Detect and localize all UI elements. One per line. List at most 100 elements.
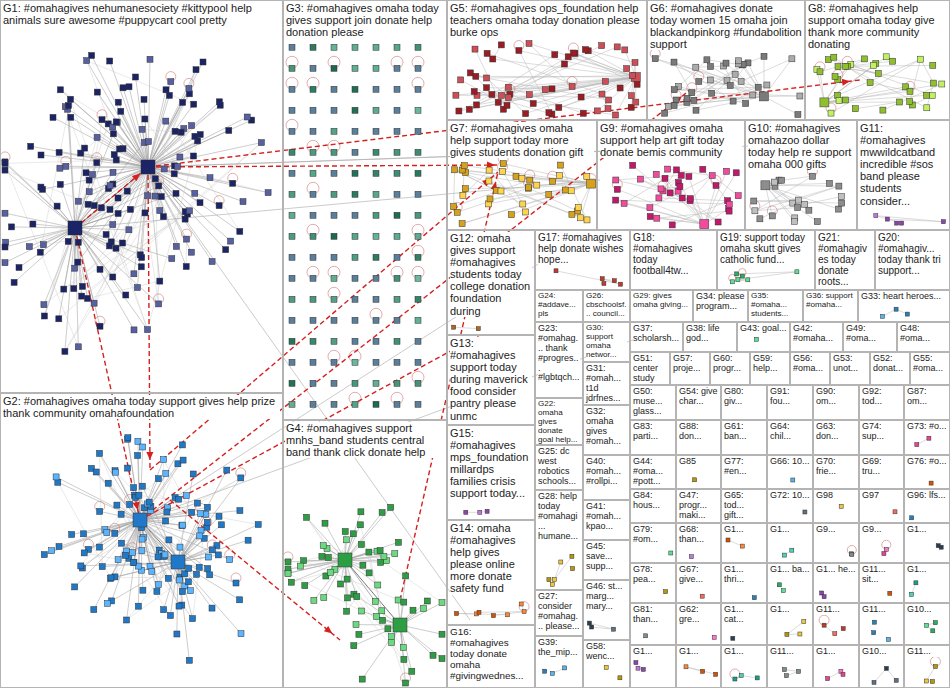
vertex-icon — [712, 635, 716, 639]
vertex-icon — [562, 61, 568, 67]
vertex-icon — [582, 47, 588, 53]
vertex-icon — [114, 502, 120, 508]
vertex-icon — [887, 637, 891, 641]
vertex-icon — [107, 207, 113, 213]
vertex-icon — [373, 44, 379, 50]
vertex-icon — [684, 665, 688, 669]
vertex-icon — [486, 178, 492, 184]
vertex-icon — [487, 196, 493, 202]
vertex-icon — [110, 169, 116, 175]
edge-line — [477, 77, 636, 105]
vertex-icon — [578, 215, 584, 221]
group-label: G43: goal... — [740, 324, 787, 334]
vertex-icon — [568, 188, 574, 194]
group-label: G9: #omahagives omaha support help art g… — [600, 122, 742, 158]
edge-line — [177, 562, 178, 634]
vertex-icon — [836, 206, 842, 212]
vertex-icon — [72, 584, 78, 590]
vertex-icon — [289, 338, 295, 344]
edge-line — [461, 80, 507, 106]
vertex-icon — [85, 295, 91, 301]
vertex-icon — [49, 548, 55, 554]
vertex-icon — [454, 209, 460, 215]
vertex-icon — [147, 56, 153, 62]
vertex-icon — [484, 75, 490, 81]
edge-line — [186, 239, 187, 266]
edge-line — [118, 102, 148, 167]
vertex-icon — [415, 44, 421, 50]
vertex-icon — [166, 92, 172, 98]
vertex-icon — [894, 307, 898, 311]
group-label: G63: don... — [816, 422, 856, 442]
vertex-icon — [310, 338, 316, 344]
vertex-icon — [895, 221, 899, 225]
vertex-layer — [2, 41, 945, 687]
group-label: G88: don... — [679, 422, 718, 442]
vertex-icon — [424, 598, 430, 604]
vertex-icon — [157, 208, 163, 214]
vertex-icon — [57, 87, 63, 93]
vertex-icon — [918, 56, 924, 62]
edge-line — [617, 189, 704, 224]
vertex-icon — [764, 82, 770, 88]
vertex-icon — [723, 60, 729, 66]
edge-line — [178, 562, 241, 634]
group-label: G1... — [907, 525, 947, 535]
edge-line — [60, 90, 148, 167]
group-label: G5: #omahagives ops_foundation help teac… — [450, 2, 644, 38]
vertex-icon — [700, 220, 709, 229]
vertex-icon — [550, 582, 554, 586]
group-label: G1... — [770, 605, 810, 615]
vertex-icon — [835, 64, 841, 70]
group-label: G16: #omahagives today donate omaha #giv… — [450, 627, 532, 681]
group-label: G1: #omahagives nehumanesociety #kittypo… — [3, 2, 280, 26]
vertex-icon — [730, 280, 734, 284]
group-box: G84: hous... — [630, 489, 676, 523]
vertex-icon — [310, 170, 316, 176]
vertex-icon — [310, 107, 316, 113]
vertex-icon — [180, 99, 186, 105]
vertex-icon — [75, 259, 81, 265]
vertex-icon — [795, 112, 801, 118]
arrow-head — [132, 173, 140, 181]
group-box: G98 — [813, 489, 859, 523]
vertex-icon — [198, 510, 204, 516]
vertex-icon — [910, 592, 914, 596]
edge-line — [97, 92, 148, 167]
vertex-icon — [882, 552, 886, 556]
vertex-icon — [378, 559, 384, 565]
group-label: G78: pea... — [633, 565, 673, 585]
vertex-icon — [709, 173, 715, 179]
group-box: G1... — [721, 645, 767, 688]
vertex-icon — [400, 645, 406, 651]
vertex-icon — [119, 540, 125, 546]
vertex-icon — [613, 112, 619, 118]
vertex-icon — [430, 652, 436, 658]
group-label: G25: dc west robotics schools... — [538, 447, 580, 487]
vertex-icon — [373, 254, 379, 260]
vertex-icon — [310, 359, 316, 365]
vertex-icon — [38, 152, 44, 158]
vertex-icon — [331, 380, 337, 386]
vertex-icon — [356, 631, 362, 637]
vertex-icon — [415, 275, 421, 281]
vertex-icon — [930, 80, 936, 86]
group-box: G45: save... supp... — [583, 540, 630, 580]
vertex-icon — [152, 193, 158, 199]
edge-line — [75, 228, 129, 230]
vertex-icon — [506, 613, 510, 617]
vertex-icon — [113, 119, 119, 125]
vertex-icon — [54, 203, 60, 209]
vertex-icon — [328, 570, 334, 576]
vertex-icon — [68, 96, 74, 102]
vertex-icon — [289, 65, 295, 71]
vertex-icon — [373, 317, 379, 323]
group-box: G1... he... — [813, 563, 859, 603]
vertex-icon — [461, 163, 467, 169]
vertex-icon — [394, 149, 400, 155]
vertex-icon — [93, 469, 99, 475]
group-label: G69: tru... — [862, 457, 901, 477]
edge-line — [704, 186, 716, 225]
vertex-icon — [933, 621, 937, 625]
vertex-icon — [167, 613, 173, 619]
